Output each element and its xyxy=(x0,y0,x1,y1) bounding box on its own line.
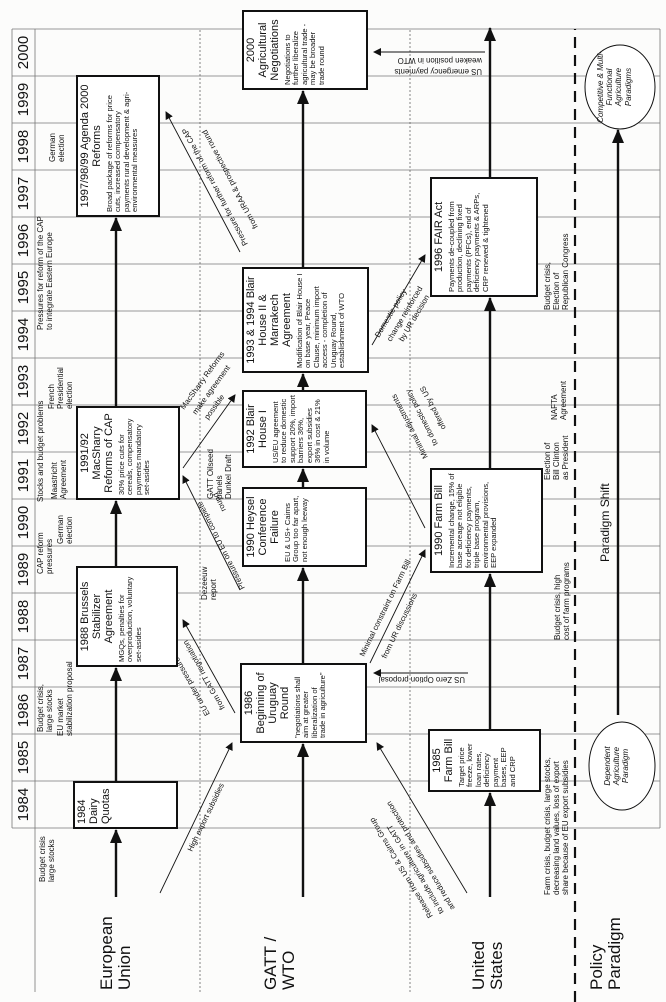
annotation-arrow xyxy=(376,742,468,894)
annotation-zero-option: US Zero Option proposal xyxy=(378,675,465,684)
year-1998: 1998 xyxy=(15,129,32,164)
annotation-arrow xyxy=(182,475,241,591)
box-fair-act: 1996 FAIR Act Payments de-coupled from p… xyxy=(430,177,538,297)
box-title: 1991/92 MacSharry Reforms of CAP xyxy=(79,413,115,493)
year-1996: 1996 xyxy=(15,223,32,258)
row-label-eu: European Union xyxy=(97,916,134,990)
box-body: Target price freeze, lower loan rates, d… xyxy=(456,743,517,787)
year-1988: 1988 xyxy=(15,599,32,634)
box-agricultural-negotiations-2000: 2000 Agricultural Negotiations Negotiati… xyxy=(242,10,368,90)
box-title: 1996 FAIR Act xyxy=(433,201,445,273)
eu-note-maastricht: Maastricht Agreement xyxy=(50,459,69,499)
year-1989: 1989 xyxy=(15,552,32,587)
paradigm-shift-label: Paradigm Shift xyxy=(598,483,612,562)
box-title: 1985 Farm Bill xyxy=(431,738,455,783)
eu-note-eastern-europe: Pressures for reform of the CAP to integ… xyxy=(36,216,55,330)
eu-note-stocks-budget: Stocks and budget problems xyxy=(36,400,45,502)
box-title: 1986 Beginning of Uruguay Round xyxy=(243,672,291,734)
year-1987: 1987 xyxy=(15,646,32,681)
year-2000: 2000 xyxy=(15,35,32,70)
box-title: 1990 Heysel Conference Failure xyxy=(245,496,281,558)
box-blair-house-2: 1993 & 1994 Blair House II & Marrakech A… xyxy=(242,267,369,373)
annotation-arrow xyxy=(165,111,241,253)
box-body: US/EU agreement to reduce domestic suppo… xyxy=(270,395,331,463)
us-note-farm-crisis: Farm crisis, budget crisis, large stocks… xyxy=(543,757,571,895)
box-body: MGQs, penalties for overproduction, volu… xyxy=(116,576,143,662)
annotation-arrow xyxy=(369,549,426,664)
eu-note-1986-stabilization: EU market stabilization proposal xyxy=(56,661,75,736)
us-note-clinton: Election of Bill Clinton as President xyxy=(543,435,571,480)
year-1995: 1995 xyxy=(15,270,32,305)
us-note-budget-crisis: Budget crisis, high cost of farm program… xyxy=(553,562,572,640)
dependent-oval xyxy=(588,721,656,811)
eu-note-cap-reform: CAP reform pressures xyxy=(36,532,55,574)
dependent-paradigm-label: Dependent Agriculture Paradigm xyxy=(603,746,631,786)
box-title: 1997/98/99 Agenda 2000 Reforms xyxy=(79,84,103,208)
year-1986: 1986 xyxy=(15,693,32,728)
year-1994: 1994 xyxy=(15,317,32,352)
box-title: 2000 Agricultural Negotiations xyxy=(245,19,281,81)
box-heysel-conference: 1990 Heysel Conference Failure EU & US+ … xyxy=(242,487,367,567)
annotation-arrow xyxy=(371,424,426,529)
year-1993: 1993 xyxy=(15,364,32,399)
eu-note-german-election-1998: German election xyxy=(48,133,67,162)
main-arrows xyxy=(110,27,624,897)
box-body: Incremental change, 15% of base acreage … xyxy=(446,473,499,568)
box-body: Broad package of reforms for price cuts,… xyxy=(104,91,140,212)
box-blair-house-1: 1992 Blair House I US/EU agreement to re… xyxy=(242,390,367,468)
box-body: Negotiations to further liberalize agric… xyxy=(282,23,326,85)
paradigm-ovals xyxy=(584,44,656,811)
box-farm-bill-1990: 1990 Farm Bill Incremental change, 15% o… xyxy=(430,468,543,573)
box-body: 30% price cuts for cereals, compensatory… xyxy=(116,418,152,495)
year-1990: 1990 xyxy=(15,505,32,540)
year-1997: 1997 xyxy=(15,176,32,211)
annotation-arrow xyxy=(371,254,426,346)
row-label-paradigm: Policy Paradigm xyxy=(587,917,624,990)
us-note-republican-congress: Budget crisis, Election of Republican Co… xyxy=(543,233,571,311)
us-note-nafta: NAFTA Agreement xyxy=(550,380,569,420)
annotation-arrow xyxy=(159,742,233,894)
gatt-note-dezeeuw: Dezeeuw report xyxy=(200,566,219,600)
annotation-arrow xyxy=(182,619,236,714)
box-title: 1993 & 1994 Blair House II & Marrakech A… xyxy=(245,276,293,364)
box-body: "negotiations shall aim at greater liber… xyxy=(292,672,328,738)
year-1985: 1985 xyxy=(15,740,32,775)
row-label-us: United States xyxy=(469,940,506,990)
eu-note-1986-budget: Budget crisis, large stocks xyxy=(36,683,55,732)
box-title: 1990 Farm Bill xyxy=(433,485,445,556)
box-body: Modification of Blair House I on base ye… xyxy=(294,273,347,368)
eu-note-french-election: French Presidential election xyxy=(47,367,75,409)
annotation-arrows xyxy=(159,48,485,894)
box-body: EU & US+ Cairns Group too far apart, not… xyxy=(282,495,309,562)
box-uruguay-round: 1986 Beginning of Uruguay Round "negotia… xyxy=(240,663,367,743)
competitive-paradigm-label: Competitive & Multi-Functional Agricultu… xyxy=(596,51,633,123)
eu-note-pre: Budget crisis large stocks xyxy=(38,836,57,882)
year-1999: 1999 xyxy=(15,82,32,117)
box-brussels-stabilizer: 1988 Brussels Stabilizer Agreement MGQs,… xyxy=(76,566,178,667)
box-macsharry-reforms: 1991/92 MacSharry Reforms of CAP 30% pri… xyxy=(76,406,180,500)
year-1992: 1992 xyxy=(15,411,32,446)
box-agenda-2000: 1997/98/99 Agenda 2000 Reforms Broad pac… xyxy=(76,75,160,217)
year-1984: 1984 xyxy=(15,787,32,822)
box-title: 1984 Dairy Quotas xyxy=(76,788,112,824)
box-title: 1992 Blair House I xyxy=(245,404,269,454)
annotation-emergency: weaken position in WTO xyxy=(398,56,483,65)
annotation-arrow xyxy=(182,394,236,469)
eu-note-german-election-1990: German election xyxy=(56,515,75,544)
box-farm-bill-1985: 1985 Farm Bill Target price freeze, lowe… xyxy=(428,729,541,792)
competitive-oval xyxy=(584,44,656,130)
box-body: Payments de-coupled from production, dec… xyxy=(446,192,490,292)
year-1991: 1991 xyxy=(15,458,32,493)
gatt-note-dunkel: GATT Oilseed panels Dunkel Draft xyxy=(206,449,234,499)
box-title: 1988 Brussels Stabilizer Agreement xyxy=(79,581,115,652)
annotation-emergency: US emergency payments xyxy=(394,67,482,76)
row-label-gatt: GATT / WTO xyxy=(261,936,298,990)
annotation-high-export: High export subsidies xyxy=(186,782,226,853)
box-dairy-quotas: 1984 Dairy Quotas xyxy=(73,781,178,829)
